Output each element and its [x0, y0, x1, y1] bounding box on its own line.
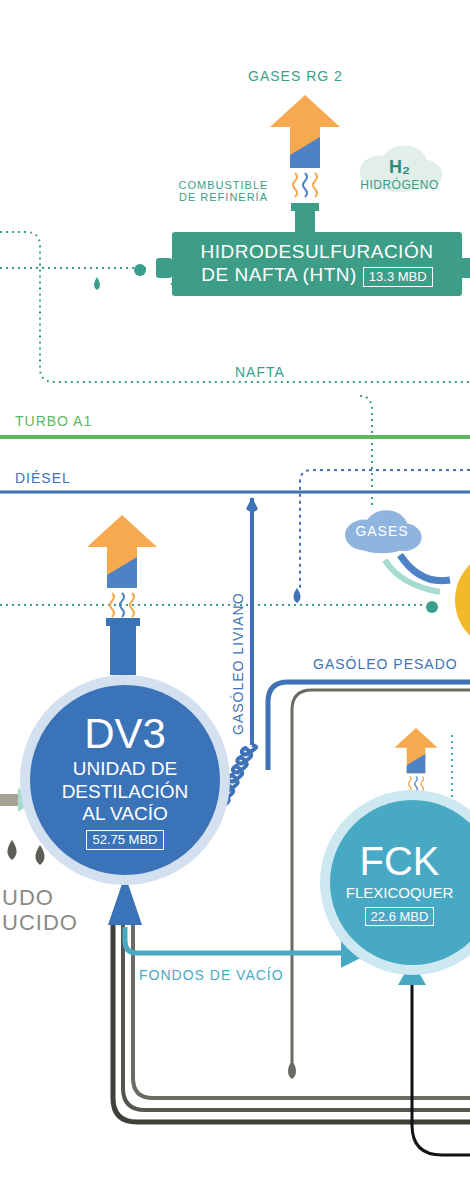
fuel-line [0, 604, 425, 606]
node-text: UNIDAD DE DESTILACIÓN AL VACÍO [50, 758, 200, 825]
naphtha-line [0, 232, 470, 382]
reformer-unit [455, 550, 470, 650]
light-gasoil-line [250, 498, 254, 745]
flow-drop [246, 497, 258, 512]
vacuum-unit-circle: DV3UNIDAD DE DESTILACIÓN AL VACÍO 52.75 M… [30, 685, 220, 875]
node-text: HIDRÓGENO [360, 178, 439, 192]
node-title: GASES [355, 523, 408, 539]
fuel-label: COMBUSTIBLE DE REFINERÍA [171, 179, 276, 203]
flow-dot [426, 601, 438, 613]
diesel-dotted [300, 470, 470, 590]
gas-arrow [394, 728, 437, 791]
flow-connector [125, 927, 368, 953]
gas-arrow [270, 95, 340, 197]
capacity-tag: 52.75 MBD [86, 830, 163, 850]
turbo-line [0, 435, 470, 439]
coke-out-line [412, 968, 470, 1155]
node-title: H₂ [389, 157, 410, 178]
process-box: HIDRODESULFURACIÓN DE NAFTA (HTN)13.3 MB… [172, 232, 462, 296]
hydrogen-cloud: H₂HIDRÓGENO [352, 143, 447, 205]
gas-arrow [87, 515, 157, 617]
node-content: HIDRODESULFURACIÓN DE NAFTA (HTN)13.3 MB… [192, 241, 442, 287]
fck-gas-line [451, 735, 453, 805]
node-content: FCKFLEXICOQUER 22.6 MBD [346, 839, 454, 927]
flow-drop [294, 588, 301, 603]
crude-drop [36, 845, 45, 865]
stream-label: GASÓLEO PESADO [313, 656, 458, 672]
capacity-tag: 22.6 MBD [365, 907, 435, 927]
gas-line [360, 396, 372, 505]
stream-label: DIÉSEL [15, 470, 71, 486]
capacity-tag: 13.3 MBD [363, 267, 433, 287]
pipe-neck [295, 210, 315, 232]
diesel-line [0, 491, 470, 494]
gas-cloud: GASES [338, 508, 426, 554]
node-title: DV3 [84, 710, 166, 758]
flexicoker-circle: FCKFLEXICOQUER 22.6 MBD [330, 800, 470, 965]
node-content: DV3UNIDAD DE DESTILACIÓN AL VACÍO 52.75 M… [50, 710, 200, 850]
node-text: FLEXICOQUER [346, 884, 454, 901]
flow-drop [288, 1060, 296, 1079]
flow-drop [94, 277, 100, 290]
pipe-neck [110, 625, 136, 675]
edge-label: FONDOS DE VACÍO [137, 967, 286, 983]
gas-label: GASES RG 2 [248, 68, 343, 84]
node-title: FCK [360, 839, 440, 884]
gas-swoosh [400, 555, 450, 581]
pipe-stub [156, 258, 172, 278]
gas-swoosh [385, 560, 440, 592]
pipe-collar [106, 618, 140, 626]
node-content: GASES [355, 523, 408, 539]
naphtha-line [0, 267, 150, 269]
crude-drop [8, 840, 17, 860]
feed-label: UDO UCIDO [2, 885, 74, 936]
feed-pipe [0, 794, 20, 806]
stream-label: TURBO A1 [15, 413, 92, 429]
stream-label: GASÓLEO LIVIANO [230, 592, 246, 735]
flow-dot [134, 264, 146, 276]
node-content: H₂HIDRÓGENO [360, 157, 439, 192]
bottom-outlet [108, 875, 142, 925]
pipe-collar [291, 203, 319, 211]
stream-label: NAFTA [235, 364, 285, 380]
